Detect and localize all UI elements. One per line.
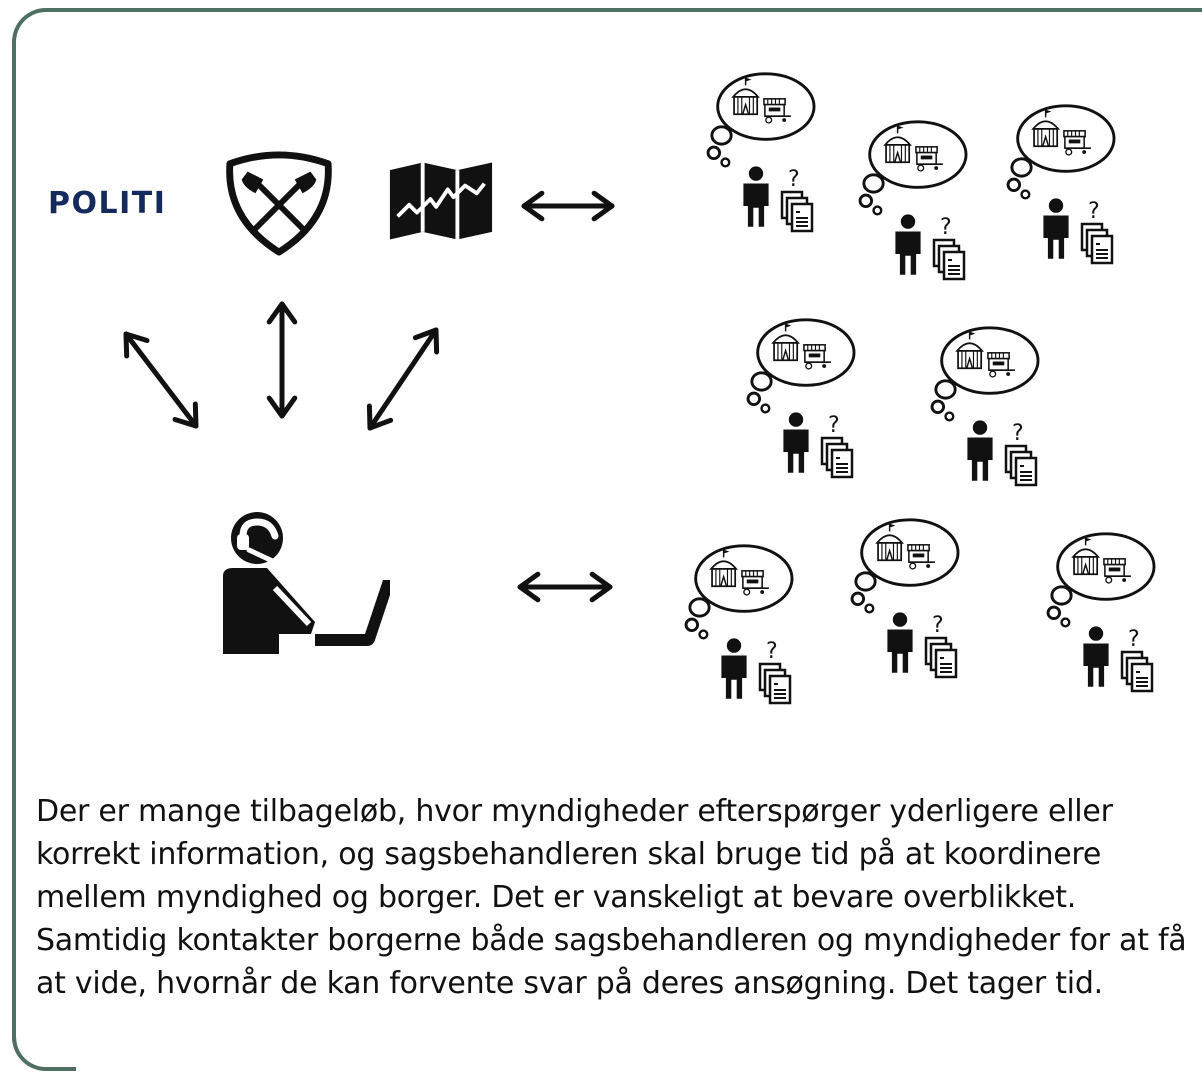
citizen-group: ? [746,318,856,479]
thought-bubble-tent-stall-icon [684,544,794,640]
arrow-map-caseworker [366,327,440,431]
arrow-caseworker-citizens [517,571,613,603]
person-icon [743,166,769,227]
question-mark: ? [788,167,800,192]
person-icon [1043,198,1069,259]
thought-bubble-tent-stall-icon [1046,532,1156,628]
person-icon [967,420,993,481]
question-mark: ? [766,639,778,664]
citizen-group: ? [930,326,1040,487]
citizen-group: ? [1046,532,1156,693]
documents-stack-icon [780,190,814,233]
documents-stack-icon [1080,222,1114,265]
politi-logo: POLITI [48,186,167,221]
documents-stack-icon [924,636,958,679]
documents-stack-icon [758,662,792,705]
process-diagram: ???????? [123,72,1156,705]
person-at-laptop-icon [223,512,395,654]
person-icon [895,214,921,275]
caption-text: Der er mange tilbageløb, hvor myndighede… [36,794,1187,1001]
question-mark: ? [1128,627,1140,652]
diagram-frame [12,8,1202,1071]
arrow-fire-caseworker [266,301,298,419]
person-icon [1083,626,1109,687]
thought-bubble-tent-stall-icon [706,72,816,168]
thought-bubble-tent-stall-icon [850,518,960,614]
crossed-axes-shield-icon [230,155,329,252]
folded-map-icon [388,160,494,242]
thought-bubble-tent-stall-icon [1006,104,1116,200]
documents-stack-icon [1120,650,1154,693]
arrow-authorities-citizens [521,190,615,222]
question-mark: ? [940,215,952,240]
thought-bubble-tent-stall-icon [746,318,856,414]
documents-stack-icon [1004,444,1038,487]
thought-bubble-tent-stall-icon [858,120,968,216]
citizen-group: ? [858,120,968,281]
question-mark: ? [932,613,944,638]
person-icon [783,412,809,473]
arrow-police-caseworker [123,331,199,429]
documents-stack-icon [932,238,966,281]
citizen-group: ? [684,544,794,705]
documents-stack-icon [820,436,854,479]
citizen-group: ? [706,72,816,233]
person-icon [721,638,747,699]
person-icon [887,612,913,673]
question-mark: ? [1012,421,1024,446]
citizen-group: ? [850,518,960,679]
question-mark: ? [1088,199,1100,224]
thought-bubble-tent-stall-icon [930,326,1040,422]
question-mark: ? [828,413,840,438]
citizen-group: ? [1006,104,1116,265]
